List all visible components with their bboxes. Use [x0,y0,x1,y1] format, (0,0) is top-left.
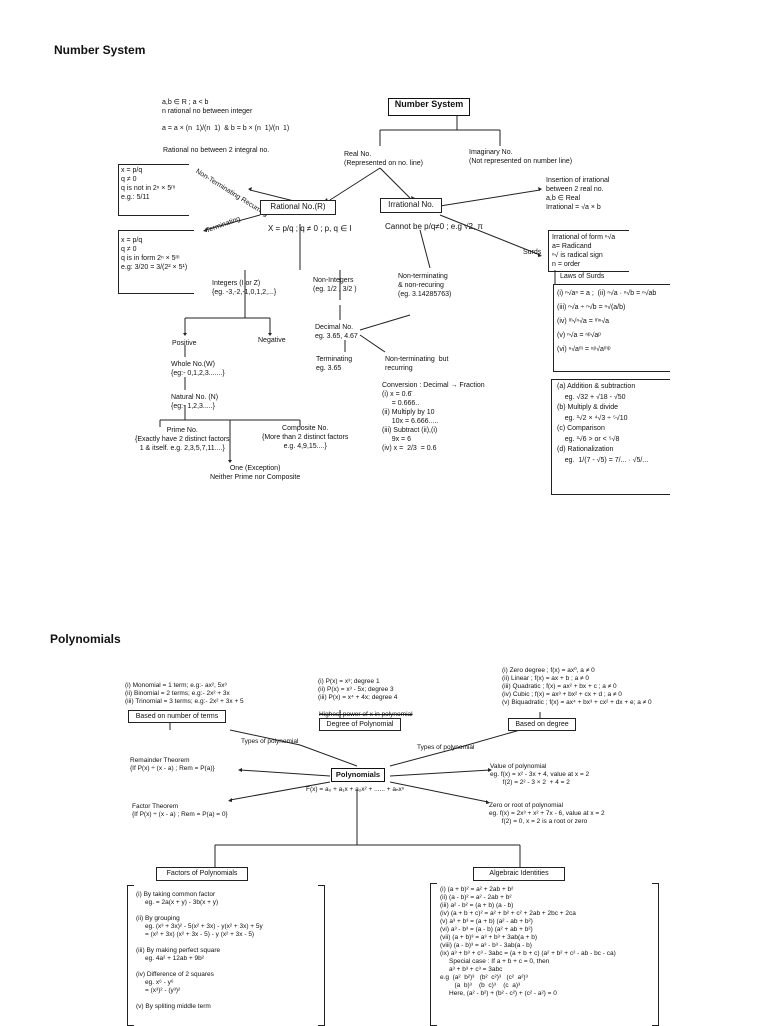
page-title-polynomials: Polynomials [50,632,121,646]
irrational-number-box: Irrational No. [380,198,442,213]
rational-number-box: Rational No.(R) [260,200,336,215]
factors-bracket-left [127,885,134,1026]
factors-of-polynomials-box: Factors of Polynomials [156,867,248,881]
non-integers-text: Non-Integers (eg. 1/2 , 3/2 ) [313,277,357,293]
surds-definition-text: Irrational of form ⁿ√a a= Radicand ⁿ√ is… [552,234,616,268]
rational-between-text: Rational no between 2 integral no. [163,147,270,154]
factorization-methods-list: (i) By taking common factor eg. = 2a(x +… [136,891,263,1010]
surds-label: Surds [523,249,542,256]
remainder-theorem-text: Remainder Theorem {If P(x) ÷ (x - a) ; R… [130,757,215,772]
laws-of-surds-label: Laws of Surds [560,273,605,280]
degree-examples-list: (i) P(x) = x³; degree 1 (ii) P(x) = x³ -… [318,678,398,701]
zero-of-polynomial-text: Zero or root of polynomial eg. f(x) = 2x… [489,802,605,825]
positive-label: Positive [172,340,197,347]
based-on-terms-box: Based on number of terms [128,710,226,723]
decimal-number-text: Decimal No. eg. 3.65, 4.67 [315,324,358,340]
natural-number-text: Natural No. (N) {eg:- 1,2,3.....} [171,394,219,410]
root-number-system-box: Number System [388,98,470,116]
whole-number-text: Whole No.(W) {eg:- 0,1,2,3.......} [171,361,225,377]
laws-bracket-left [553,284,670,372]
rational-interval-text: a,b ∈ R ; a < b n rational no between in… [162,99,253,115]
algebraic-identities-box: Algebraic Identities [473,867,565,881]
composite-number-text: Composite No. {More than 2 distinct fact… [262,425,349,450]
degree-of-polynomial-box: Degree of Polynomial [319,718,401,731]
surd-operations-list: (a) Addition & subtraction eg. √32 + √18… [557,383,649,464]
polynomial-general-form: F(x) = a₀ + a₁x + a₂x² + ...... + aₙxⁿ [306,786,405,793]
non-terminating-recurring-text: Non-terminating but recurring [385,356,449,372]
polynomials-center-box: Polynomials [331,768,385,782]
decimal-to-fraction-conversion: Conversion : Decimal → Fraction (i) x = … [382,382,485,452]
terminating-example-text: x = p/q q ≠ 0 q is in form 2ⁿ × 5ᵐ e.g: … [121,237,188,271]
rational-formula-text: a = a × (n 1)/(n 1) & b = b × (n 1)/(n 1… [162,125,290,132]
non-terminating-non-recurring-text: Non-terminating & non-recuring (eg. 3.14… [398,273,452,298]
identities-bracket-right [652,883,659,1026]
page-gap [0,545,768,585]
laws-of-surds-list: (i) ⁿ√aⁿ = a ; (ii) ⁿ√a · ⁿ√b = ⁿ√ab (ii… [557,290,657,353]
real-number-text: Real No. (Represented on no. line) [344,151,423,167]
highest-power-text: Highest power of x in polynomial [319,711,413,718]
imaginary-number-text: Imaginary No. (Not represented on number… [469,149,573,165]
terms-classification-list: (i) Monomial = 1 term; e.g:- ax², 5x³ (i… [125,682,244,705]
rational-definition: X = p/q ; q ≠ 0 ; p, q ∈ I [268,224,352,233]
identities-bracket-left [430,883,437,1026]
surds-definition-bracket [548,230,629,272]
integers-text: Integers (I or Z) {eg. -3,-2,-1,0,1,2,..… [212,280,277,296]
algebraic-identities-list: (i) (a + b)² = a² + 2ab + b² (ii) (a - b… [440,886,616,997]
factors-bracket-right [318,885,325,1026]
types-of-polynomial-right: Types of polynomial [417,744,475,751]
surd-operations-bracket [551,379,670,495]
negative-label: Negative [258,337,286,344]
factor-theorem-text: Factor Theorem {If P(x) ÷ (x - a) ; Rem … [132,803,228,818]
terminating-example-decimal: Terminating eg. 3.65 [316,356,353,372]
degree-classification-list: (i) Zero degree ; f(x) = ax⁰, a ≠ 0 (ii)… [502,667,652,706]
page-title-number-system: Number System [54,43,146,57]
prime-number-text: Prime No. {Exactly have 2 distinct facto… [135,427,230,452]
one-exception-text: One (Exception) Neither Prime nor Compos… [210,465,301,481]
value-of-polynomial-text: Value of polynomial eg. f(x) = x² - 3x +… [490,763,590,786]
nonterminating-example-text: x = p/q q ≠ 0 q is not in 2ⁿ × 5ᵐ e.g.: … [121,167,176,201]
based-on-degree-box: Based on degree [508,718,576,731]
insertion-irrational-text: Insertion of irrational between 2 real n… [546,177,610,211]
types-of-polynomial-left: Types of polynomial [241,738,299,745]
nonterminating-example-bracket [118,164,189,216]
terminating-example-bracket [118,230,194,294]
irrational-definition: Cannot be p/q≠0 ; e.g √2, π [385,222,483,231]
